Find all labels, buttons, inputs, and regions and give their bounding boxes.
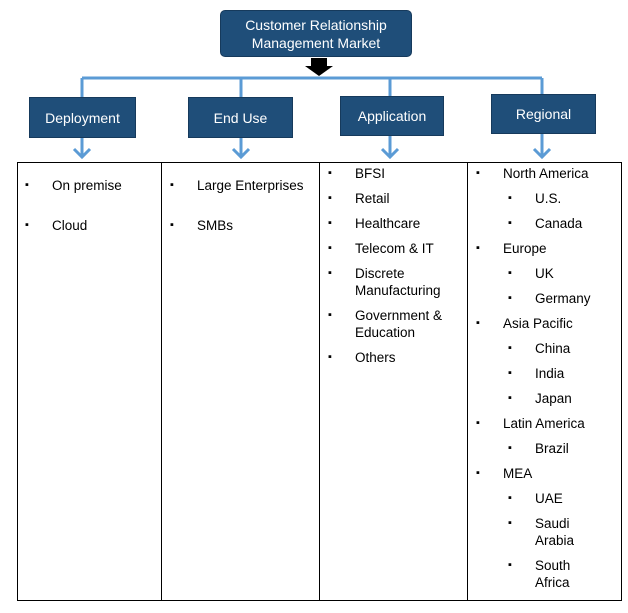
country-list: UAE Saudi Arabia South Africa [508, 490, 607, 591]
column-application: BFSI Retail Healthcare Telecom & IT Disc… [328, 163, 463, 601]
category-label: End Use [213, 109, 268, 126]
deployment-list: On premise Cloud [25, 177, 157, 234]
country-item: India [508, 365, 619, 382]
list-item: BFSI [328, 165, 463, 182]
column-deployment: On premise Cloud [25, 163, 157, 601]
region-label: Europe [503, 241, 547, 256]
region-label: MEA [503, 466, 533, 481]
region-label: Asia Pacific [503, 316, 573, 331]
region-item: North America U.S. Canada [476, 165, 619, 232]
root-down-arrow [305, 58, 333, 76]
application-list: BFSI Retail Healthcare Telecom & IT Disc… [328, 165, 463, 366]
country-item: China [508, 340, 619, 357]
column-end-use: Large Enterprises SMBs [170, 163, 317, 601]
category-label: Deployment [45, 109, 120, 126]
region-item: MEA UAE Saudi Arabia South Africa [476, 465, 619, 591]
arrow-application [380, 136, 400, 160]
list-item: Healthcare [328, 215, 463, 232]
list-item: SMBs [170, 217, 317, 234]
region-item: Latin America Brazil [476, 415, 619, 457]
column-regional: North America U.S. Canada Europe UK Germ… [476, 163, 619, 601]
country-item: Brazil [508, 440, 619, 457]
root-title: Customer Relationship Management Market [245, 16, 387, 51]
end-use-list: Large Enterprises SMBs [170, 177, 317, 234]
category-label: Application [357, 108, 427, 124]
regional-list: North America U.S. Canada Europe UK Germ… [476, 165, 619, 591]
list-item: Government & Education [328, 307, 463, 341]
region-label: North America [503, 166, 589, 181]
country-list: Brazil [508, 440, 619, 457]
country-item: Germany [508, 290, 619, 307]
country-list: U.S. Canada [508, 190, 619, 232]
country-list: UK Germany [508, 265, 619, 307]
country-item: U.S. [508, 190, 619, 207]
arrow-regional [532, 134, 552, 160]
list-item: Large Enterprises [170, 177, 317, 194]
root-node: Customer Relationship Management Market [220, 10, 412, 57]
list-item: On premise [25, 177, 157, 194]
category-box-deployment: Deployment [29, 97, 136, 138]
region-label: Latin America [503, 416, 585, 431]
country-item: UAE [508, 490, 607, 507]
list-item: Retail [328, 190, 463, 207]
list-item: Telecom & IT [328, 240, 463, 257]
arrow-deployment [72, 138, 92, 160]
country-item: Canada [508, 215, 619, 232]
list-item: Others [328, 349, 463, 366]
category-label: Regional [515, 106, 572, 122]
category-box-application: Application [340, 96, 444, 136]
category-box-regional: Regional [491, 94, 596, 134]
list-item: Cloud [25, 217, 157, 234]
arrow-end-use [231, 138, 251, 160]
country-item: UK [508, 265, 619, 282]
category-box-end-use: End Use [188, 97, 293, 138]
country-item: Japan [508, 390, 619, 407]
list-item: Discrete Manufacturing [328, 265, 463, 299]
region-item: Europe UK Germany [476, 240, 619, 307]
country-list: China India Japan [508, 340, 619, 407]
country-item: South Africa [508, 557, 607, 591]
region-item: Asia Pacific China India Japan [476, 315, 619, 407]
country-item: Saudi Arabia [508, 515, 607, 549]
